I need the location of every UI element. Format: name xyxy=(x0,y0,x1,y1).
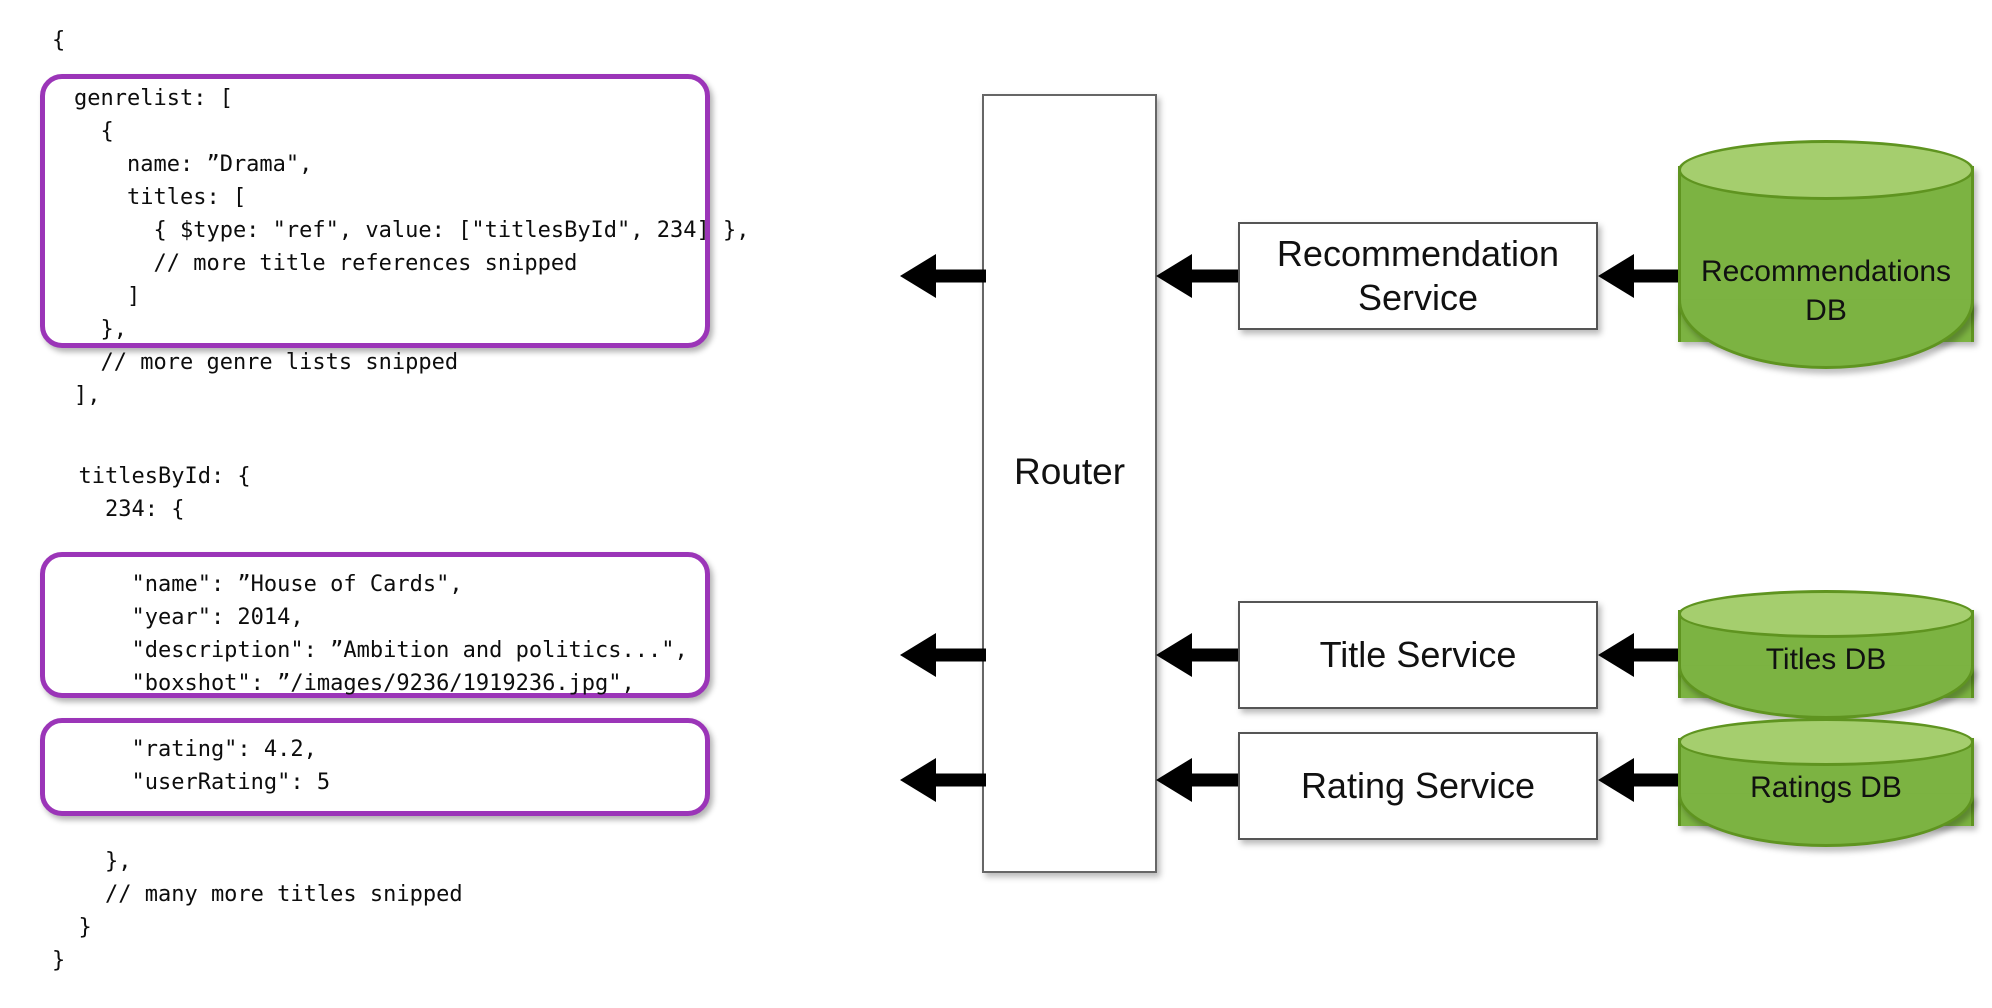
service-box-title-service[interactable]: Title Service xyxy=(1238,601,1598,709)
db-label-titles-db: Titles DB xyxy=(1678,640,1974,679)
router-box[interactable]: Router xyxy=(982,94,1157,873)
json-block-rating-line-1: "userRating": 5 xyxy=(52,770,331,795)
json-block-genrelist-line-4: { $type: "ref", value: ["titlesById", 23… xyxy=(74,218,750,243)
json-mid-line-1: 234: { xyxy=(52,497,185,522)
json-mid-line-0: titlesById: { xyxy=(52,464,251,489)
service-box-recommendation-service[interactable]: Recommendation Service xyxy=(1238,222,1598,330)
db-top-ellipse xyxy=(1678,590,1974,638)
database-recommendations-db[interactable]: Recommendations DB xyxy=(1678,140,1974,369)
service-box-rating-service[interactable]: Rating Service xyxy=(1238,732,1598,840)
service-label-recommendation-service: Recommendation Service xyxy=(1277,232,1559,320)
db-label-line1: Recommendations xyxy=(1700,255,1952,288)
json-block-title-line-2: "description": ”Ambition and politics...… xyxy=(52,638,688,663)
json-block-title-line-3: "boxshot": ”/images/9236/1919236.jpg", xyxy=(52,671,635,696)
json-tail-line-1: // many more titles snipped xyxy=(52,882,463,907)
json-block-genrelist-line-7: }, xyxy=(74,317,127,342)
json-block-genrelist-line-1: { xyxy=(74,119,114,144)
json-tail-line-3: } xyxy=(52,948,66,973)
database-titles-db[interactable]: Titles DB xyxy=(1678,590,1974,720)
db-label-ratings-db: Ratings DB xyxy=(1678,768,1974,807)
service-label-rating-service: Rating Service xyxy=(1300,765,1536,806)
db-label-line2: DB xyxy=(1805,294,1847,327)
json-tail-line-0: }, xyxy=(52,849,132,874)
db-top-ellipse xyxy=(1678,140,1974,200)
db-top-ellipse xyxy=(1678,718,1974,766)
json-block-rating-line-0: "rating": 4.2, xyxy=(52,737,317,762)
json-open-brace: { xyxy=(52,28,66,53)
db-label-recommendations-db: Recommendations DB xyxy=(1678,252,1974,330)
service-label-title-service: Title Service xyxy=(1319,634,1517,675)
json-tail-line-2: } xyxy=(52,915,92,940)
router-label: Router xyxy=(1013,451,1126,492)
json-block-genrelist-line-0: genrelist: [ xyxy=(74,86,233,111)
json-block-genrelist-line-8: // more genre lists snipped xyxy=(74,350,459,375)
db-label-line1: Titles DB xyxy=(1765,643,1887,676)
service-label-line2: Service xyxy=(1357,277,1479,318)
json-block-genrelist-line-6: ] xyxy=(74,284,141,309)
json-block-genrelist-line-3: titles: [ xyxy=(74,185,247,210)
highlight-box-rating-fields xyxy=(40,718,710,816)
service-label-line1: Recommendation xyxy=(1276,233,1560,274)
db-label-line1: Ratings DB xyxy=(1750,771,1902,804)
json-block-genrelist-line-5: // more title references snipped xyxy=(74,251,578,276)
highlight-box-title-fields xyxy=(40,552,710,698)
json-block-genrelist-line-9: ], xyxy=(74,383,101,408)
json-block-title-line-1: "year": 2014, xyxy=(52,605,304,630)
highlight-box-genrelist xyxy=(40,74,710,348)
json-block-genrelist-line-2: name: ”Drama", xyxy=(74,152,313,177)
json-block-title-line-0: "name": ”House of Cards", xyxy=(52,572,463,597)
database-ratings-db[interactable]: Ratings DB xyxy=(1678,718,1974,848)
